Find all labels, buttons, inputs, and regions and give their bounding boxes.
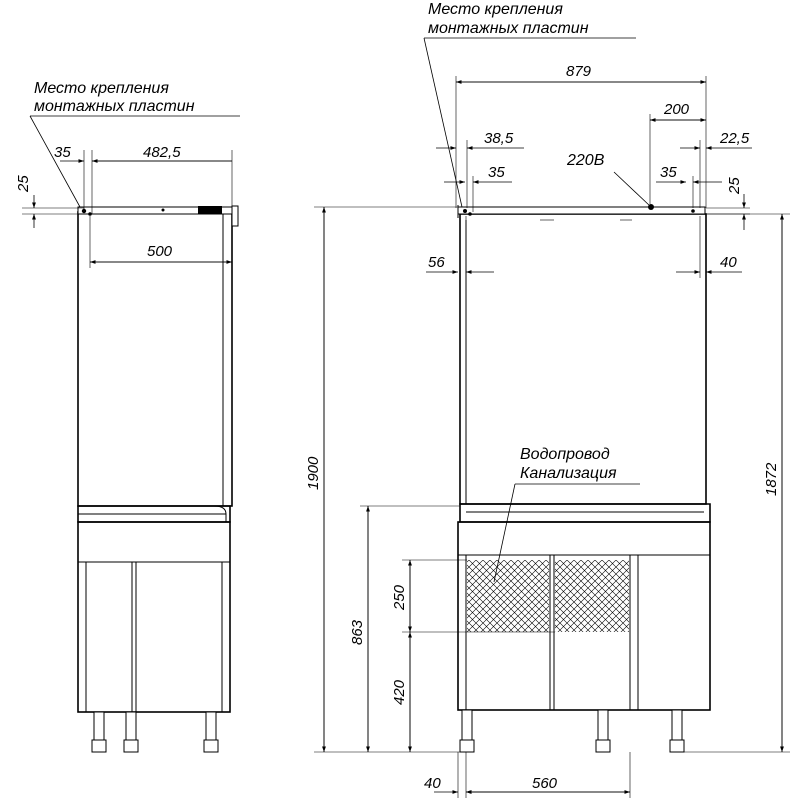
side-cabinet [77,521,231,713]
side-legs [91,711,219,753]
front-dim-420: 420 [391,679,408,705]
front-dim-40-top: 40 [720,254,737,271]
mount-label-top-line2: монтажных пластин [428,20,589,37]
plumbing-zone-right [555,560,629,632]
front-dim-200: 200 [663,101,690,118]
front-dim-35-left: 35 [488,164,505,181]
side-dim-482-5: 482,5 [143,144,181,161]
front-cabinet [457,521,711,711]
front-countertop [459,503,711,523]
plumbing-label-line1: Водопровод [520,446,610,463]
front-dim-56: 56 [428,254,445,271]
front-dim-560: 560 [532,775,558,792]
mount-label-left-line1: Место крепления [34,80,169,97]
front-dim-25: 25 [726,177,743,195]
side-lamp [198,206,222,214]
front-dim-38-5: 38,5 [484,130,514,147]
front-dim-879: 879 [566,63,592,80]
front-view: Место крепления монтажных пластин 879 20… [305,1,790,798]
power-label: 220В [566,152,605,169]
front-dim-22-5: 22,5 [719,130,750,147]
front-dim-40-bottom: 40 [424,775,441,792]
side-dim-35: 35 [54,144,71,161]
front-legs [459,709,685,753]
mount-label-left-line2: монтажных пластин [34,98,195,115]
side-view: Место крепления монтажных пластин 25 35 … [15,80,240,753]
front-top-bar [457,206,706,215]
plumbing-label-line2: Канализация [520,465,617,482]
side-dim-25: 25 [15,175,32,193]
mount-label-top-line1: Место крепления [428,1,563,18]
plumbing-zone-left [467,560,549,632]
front-dim-250: 250 [391,584,408,611]
front-dim-35-right: 35 [660,164,677,181]
front-dim-863: 863 [349,619,366,645]
side-dim-500: 500 [147,243,173,260]
front-dim-1900: 1900 [305,456,322,490]
front-dim-1872: 1872 [763,462,780,496]
